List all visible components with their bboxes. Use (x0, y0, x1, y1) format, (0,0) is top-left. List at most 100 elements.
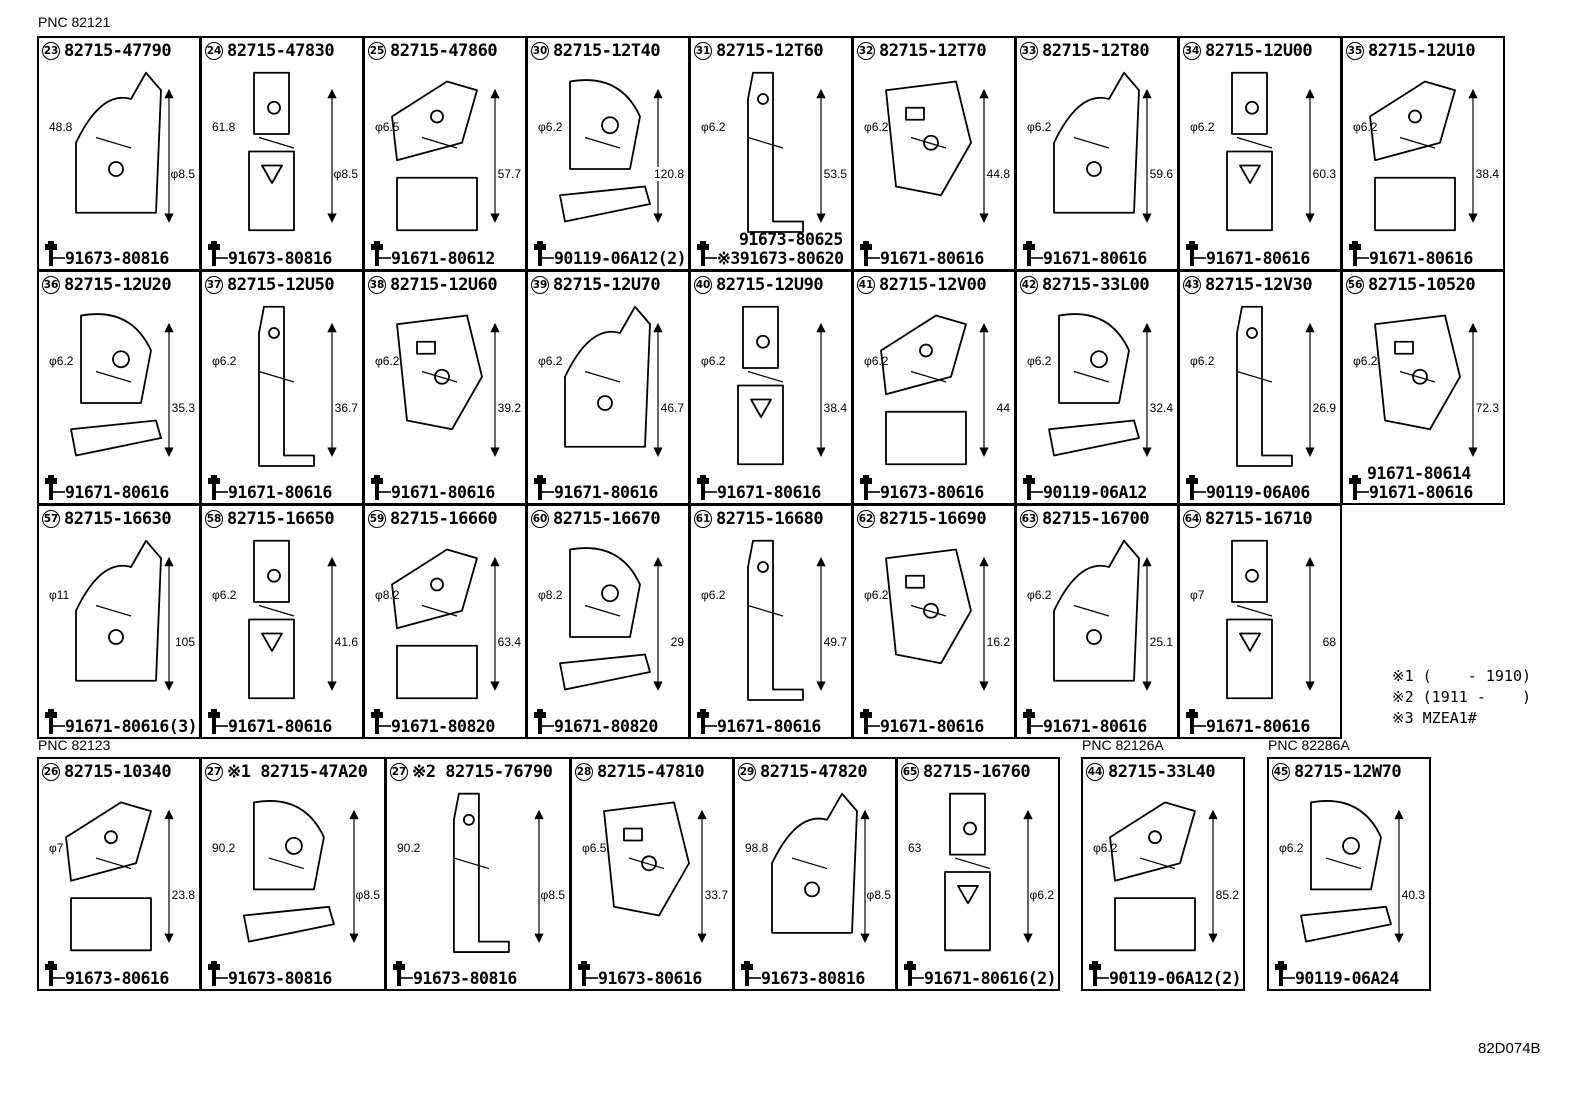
footnote: ※3 MZEA1# (1392, 709, 1477, 727)
bolt-icon (1023, 241, 1043, 266)
part-drawing (1053, 539, 1152, 691)
dimension-label: φ6.2 (212, 354, 237, 369)
dimension-label: φ7 (1190, 588, 1205, 603)
part-number: 82715-47810 (597, 762, 705, 782)
ref-number: 24 (205, 42, 223, 60)
part-drawing (880, 314, 989, 466)
dimension-label: 63 (908, 840, 922, 855)
bolt-callout: 91673-80616 (858, 475, 984, 501)
bolt-part-number: 91671-80616(2) (924, 969, 1057, 988)
part-drawing (391, 80, 500, 232)
ref-number: 63 (1020, 510, 1038, 528)
ref-number: 62 (857, 510, 875, 528)
bolt-icon (860, 475, 880, 500)
ref-number: 40 (694, 276, 712, 294)
bolt-callout: 91671-80820 (369, 709, 495, 735)
pnc-label: PNC 82123 (38, 737, 111, 753)
ref-number: 44 (1086, 763, 1104, 781)
dimension-label: φ7 (49, 840, 64, 855)
dimension-label: 53.5 (823, 167, 847, 182)
part-header: 27※1 82715-47A20 (205, 762, 368, 782)
bolt-part-number: 90119-06A12(2) (554, 249, 687, 268)
bolt-icon (45, 475, 65, 500)
bolt-callout: 91673-80616 (576, 961, 702, 987)
bolt-callout: 91671-80616 (1347, 241, 1473, 267)
bolt-callout: 91671-80616 (858, 709, 984, 735)
dimension-label: φ6.2 (49, 354, 74, 369)
bolt-callout: 91673-80816 (43, 241, 169, 267)
dimension-label: 41.6 (334, 635, 358, 650)
dimension-label: φ8.2 (375, 588, 400, 603)
bolt-icon (1186, 241, 1206, 266)
part-drawing (885, 548, 989, 691)
part-number: 82715-16680 (716, 509, 824, 529)
ref-number: 23 (42, 42, 60, 60)
dimension-label: φ6.5 (375, 120, 400, 135)
bolt-callout: 91673-80816 (206, 961, 332, 987)
part-drawing (391, 548, 500, 700)
bolt-icon (1186, 709, 1206, 734)
pnc-label: PNC 82286A (1268, 737, 1350, 753)
bolt-callout: 91673-80816 (391, 961, 517, 987)
bolt-icon (534, 475, 554, 500)
dimension-label: 46.7 (660, 401, 684, 416)
bolt-icon (1349, 241, 1369, 266)
bolt-icon (371, 475, 391, 500)
ref-number: 35 (1346, 42, 1364, 60)
dimension-label: 39.2 (497, 401, 521, 416)
bolt-part-number: 91671-80614 (1367, 464, 1471, 483)
part-number: 82715-33L00 (1042, 275, 1150, 295)
dimension-label: φ6.2 (864, 120, 889, 135)
dimension-label: φ6.2 (701, 120, 726, 135)
ref-number: 36 (42, 276, 60, 294)
part-number: 82715-12T80 (1042, 41, 1150, 61)
part-drawing (248, 539, 337, 700)
part-drawing (248, 71, 337, 232)
dimension-label: φ6.2 (1279, 840, 1304, 855)
dimension-label: φ6.2 (701, 354, 726, 369)
part-drawing (75, 539, 174, 691)
bolt-part-number: 90119-06A12(2) (1109, 969, 1242, 988)
dimension-label: φ8.5 (866, 887, 891, 902)
bolt-part-number: 90119-06A24 (1295, 969, 1399, 988)
dimension-label: φ11 (49, 588, 70, 603)
part-drawing (885, 80, 989, 223)
bolt-part-number: 91671-80616 (65, 483, 169, 502)
bolt-icon (208, 241, 228, 266)
dimension-label: 90.2 (212, 840, 236, 855)
bolt-callout: 91671-80616 (206, 475, 332, 501)
dimension-label: 105 (174, 635, 195, 650)
bolt-part-number: 91673-80616 (65, 969, 169, 988)
part-drawing (564, 305, 663, 457)
bolt-callout: 91671-80616 (858, 241, 984, 267)
ref-number: 56 (1346, 276, 1364, 294)
bolt-icon (45, 709, 65, 734)
dimension-label: 68 (1322, 635, 1336, 650)
